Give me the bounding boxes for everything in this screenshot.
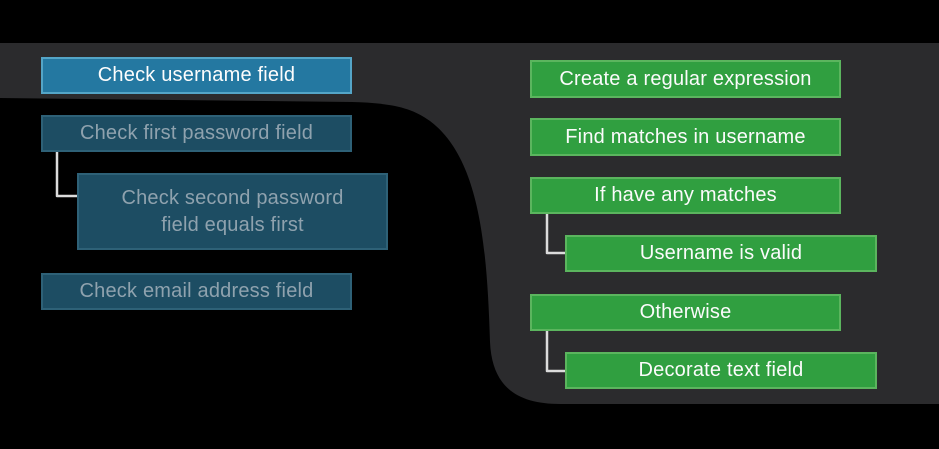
node-label: Check first password field: [79, 122, 314, 144]
node-find-matches-in-username: Find matches in username: [530, 118, 841, 156]
node-check-email-address-field: Check email address field: [41, 273, 352, 310]
node-check-second-password-field: Check second password field equals first: [77, 173, 388, 250]
node-label: Check second password field equals first: [121, 186, 344, 236]
connector-line-right-1: [545, 214, 573, 255]
node-label: Username is valid: [639, 242, 803, 264]
node-label: Decorate text field: [638, 359, 804, 381]
node-label: Find matches in username: [565, 125, 806, 148]
node-label: Check email address field: [79, 280, 314, 302]
node-label: Otherwise: [639, 301, 732, 323]
connector-line-left: [55, 152, 83, 198]
node-label: Create a regular expression: [559, 67, 812, 90]
node-username-is-valid: Username is valid: [565, 235, 877, 272]
connector-line-right-2: [545, 331, 573, 373]
node-check-first-password-field: Check first password field: [41, 115, 352, 152]
node-label: Check username field: [97, 64, 296, 86]
node-if-have-any-matches: If have any matches: [530, 177, 841, 214]
node-check-username-field: Check username field: [41, 57, 352, 94]
node-label: If have any matches: [594, 184, 777, 206]
node-create-regular-expression: Create a regular expression: [530, 60, 841, 98]
node-decorate-text-field: Decorate text field: [565, 352, 877, 389]
node-otherwise: Otherwise: [530, 294, 841, 331]
